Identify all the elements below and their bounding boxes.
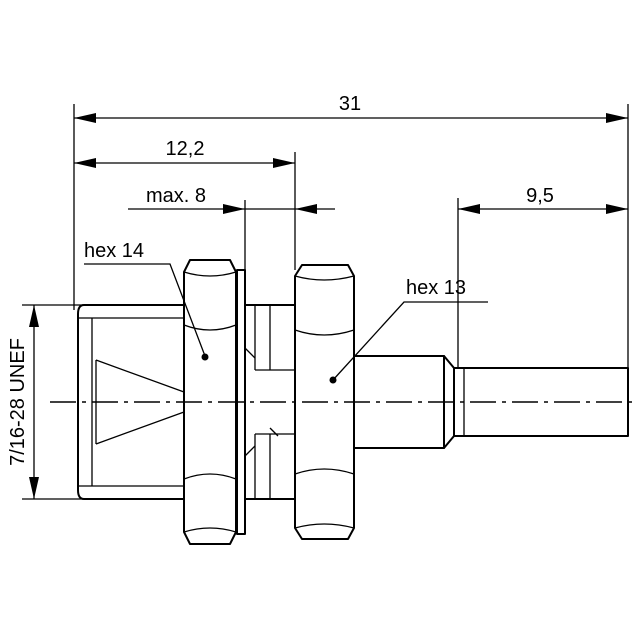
dimension-panel: max. 8 [128,185,335,272]
callout-hex-large-label: hex 14 [84,240,144,262]
dimension-overall-label: 31 [339,93,361,115]
dimension-thread-label: 7/16-28 UNEF [7,338,29,466]
dimension-thread: 7/16-28 UNEF [7,304,84,500]
dimension-panel-label: max. 8 [146,185,206,207]
dimension-flange-label: 12,2 [166,138,205,160]
callout-hex-small: hex 13 [329,277,488,384]
dimension-pin: 9,5 [457,185,628,368]
callout-hex-large-dot [201,353,209,361]
dimension-overall: 31 [73,93,629,368]
callout-hex-small-label: hex 13 [406,277,466,299]
callout-hex-large: hex 14 [84,240,209,361]
dimension-pin-label: 9,5 [526,185,554,207]
hex-nut-small [294,264,355,540]
hex-nut-large [183,259,237,545]
callout-hex-small-dot [329,376,337,384]
dimension-flange: 12,2 [74,138,296,270]
